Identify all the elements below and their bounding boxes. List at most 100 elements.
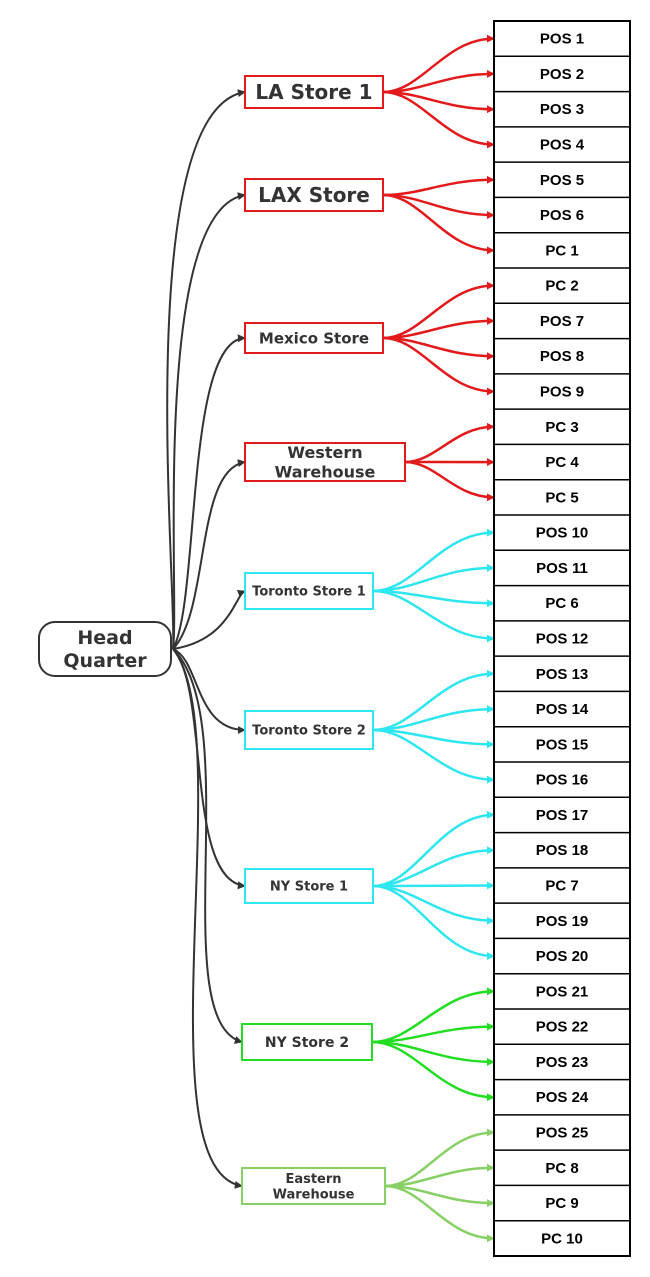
store-box	[244, 572, 374, 610]
device-label: POS 2	[540, 66, 584, 83]
edge-hq-to-ny-store-2	[172, 648, 243, 1044]
device-label: POS 7	[540, 313, 584, 330]
device-label: POS 11	[536, 560, 588, 577]
edge-toronto-store-2-to-device	[372, 705, 495, 732]
device-label: POS 18	[536, 842, 589, 859]
device-label: POS 24	[536, 1089, 589, 1106]
edge-ny-store-2-to-device	[371, 1022, 495, 1044]
device-label: POS 3	[540, 101, 584, 118]
store-label: Toronto Store 2	[252, 724, 366, 739]
edge-eastern-warehouse-to-device	[384, 1184, 495, 1243]
device-label: PC 7	[545, 878, 578, 895]
store-node-lax-store: LAX Store	[244, 178, 384, 212]
edge-hq-to-toronto-store-2	[172, 648, 246, 734]
device-label: PC 4	[545, 454, 579, 471]
store-node-la-store-1: LA Store 1	[244, 75, 384, 109]
device-label: POS 17	[536, 807, 589, 824]
device-label: PC 5	[545, 489, 578, 506]
edge-toronto-store-2-to-device	[372, 669, 495, 732]
edge-ny-store-2-to-device	[371, 987, 495, 1044]
device-label: POS 10	[536, 525, 589, 542]
edge-hq-to-lax-store	[172, 192, 246, 650]
edge-western-warehouse-to-device	[404, 422, 495, 464]
edge-toronto-store-1-to-device	[372, 589, 495, 643]
device-label: POS 14	[536, 701, 589, 718]
edge-ny-store-1-to-device	[372, 810, 495, 888]
head-quarter-label: Head	[77, 627, 132, 649]
edge-ny-store-2-to-device	[371, 1040, 495, 1102]
store-label: Warehouse	[273, 1187, 355, 1202]
store-label: Mexico Store	[259, 329, 369, 347]
device-label: PC 2	[545, 278, 578, 295]
device-label: POS 20	[536, 948, 589, 965]
device-label: PC 3	[545, 419, 578, 436]
edge-mexico-store-to-device	[382, 281, 495, 340]
store-node-ny-store-2: NY Store 2	[241, 1023, 373, 1061]
store-box	[244, 710, 374, 750]
device-label: POS 8	[540, 348, 584, 365]
edge-western-warehouse-to-device	[404, 460, 495, 502]
edge-hq-to-mexico-store	[172, 334, 246, 650]
edge-ny-store-1-to-device	[372, 881, 495, 890]
device-label: POS 6	[540, 207, 584, 224]
store-label: LA Store 1	[255, 80, 372, 104]
store-label: Warehouse	[275, 462, 376, 481]
device-label: POS 22	[536, 1019, 589, 1036]
device-label: POS 12	[536, 631, 589, 648]
device-label: POS 13	[536, 666, 589, 683]
edge-hq-to-western-warehouse	[172, 459, 246, 650]
edge-toronto-store-1-to-device	[372, 563, 495, 593]
device-column: POS 1 POS 2 POS 3 POS 4 POS 5 POS 6 PC 1 PC 2 PO…	[493, 20, 631, 1257]
store-label: Western	[287, 443, 362, 462]
edge-hq-to-eastern-warehouse	[172, 648, 243, 1189]
edge-lax-store-to-device	[382, 193, 495, 255]
device-label: POS 1	[540, 31, 584, 48]
head-quarter-box	[38, 621, 172, 677]
store-node-toronto-store-2: Toronto Store 2	[244, 710, 374, 750]
edge-hq-to-toronto-store-1	[172, 589, 246, 650]
edge-toronto-store-1-to-device	[372, 528, 495, 593]
edge-toronto-store-2-to-device	[372, 728, 495, 784]
edge-lax-store-to-device	[382, 175, 495, 197]
store-box	[244, 75, 384, 109]
device-label: PC 10	[541, 1230, 583, 1247]
edge-mexico-store-to-device	[382, 336, 495, 396]
device-label: POS 25	[536, 1125, 589, 1142]
store-box	[244, 178, 384, 212]
edge-la-store-1-to-device	[382, 90, 495, 149]
device-label: POS 19	[536, 913, 589, 930]
edge-ny-store-1-to-device	[372, 884, 495, 961]
store-box	[244, 868, 374, 904]
edge-hq-to-ny-store-1	[172, 648, 246, 890]
device-label: POS 16	[536, 772, 589, 789]
device-label: POS 21	[536, 983, 589, 1000]
store-box	[244, 322, 384, 354]
device-label: PC 9	[545, 1195, 578, 1212]
device-label: POS 15	[536, 736, 589, 753]
store-label: Eastern	[285, 1172, 341, 1187]
edge-hq-to-la-store-1	[166, 89, 246, 650]
store-box	[244, 442, 406, 482]
store-label: LAX Store	[258, 183, 370, 207]
device-label: POS 5	[540, 172, 584, 189]
device-column-border	[493, 20, 631, 1257]
device-label: PC 8	[545, 1160, 578, 1177]
head-quarter-label: Quarter	[63, 650, 147, 672]
edge-ny-store-1-to-device	[372, 846, 495, 888]
device-label: POS 4	[540, 137, 585, 154]
store-label: Toronto Store 1	[252, 585, 366, 600]
store-node-ny-store-1: NY Store 1	[244, 868, 374, 904]
device-label: PC 6	[545, 595, 578, 612]
store-box	[241, 1023, 373, 1061]
device-label: POS 9	[540, 384, 584, 401]
device-label: PC 1	[545, 242, 578, 259]
edge-la-store-1-to-device	[382, 34, 495, 94]
store-box	[241, 1167, 386, 1205]
store-label: NY Store 1	[270, 880, 348, 895]
